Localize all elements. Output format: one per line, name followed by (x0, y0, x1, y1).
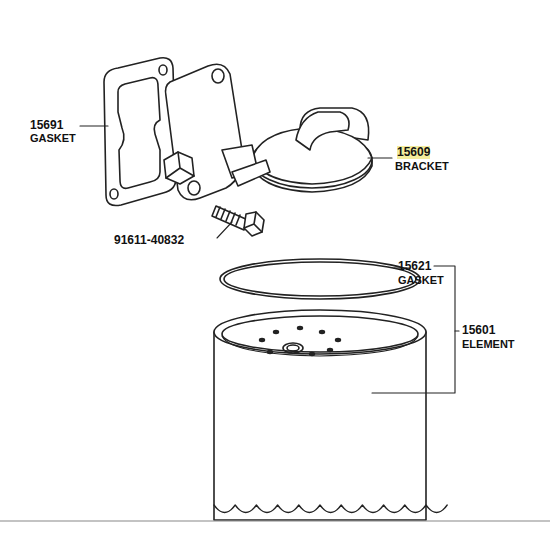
callout-number: 15691 (30, 119, 63, 132)
part-number: 91611-40832 (114, 234, 184, 247)
callout-number: 15601 (462, 324, 495, 337)
bolt (212, 206, 264, 236)
callout-number: 15621 (398, 260, 431, 273)
flange-gasket (104, 58, 176, 206)
part-name: ELEMENT (462, 338, 515, 350)
part-name: BRACKET (395, 160, 449, 172)
callout-number: 15609 (397, 146, 430, 159)
part-name: GASKET (30, 132, 76, 144)
part-name: GASKET (398, 274, 444, 286)
frame-line (0, 520, 550, 521)
filter-element (214, 310, 447, 520)
leader-lines (80, 126, 459, 393)
filter-bracket (164, 64, 372, 200)
o-ring-gasket (220, 259, 420, 299)
